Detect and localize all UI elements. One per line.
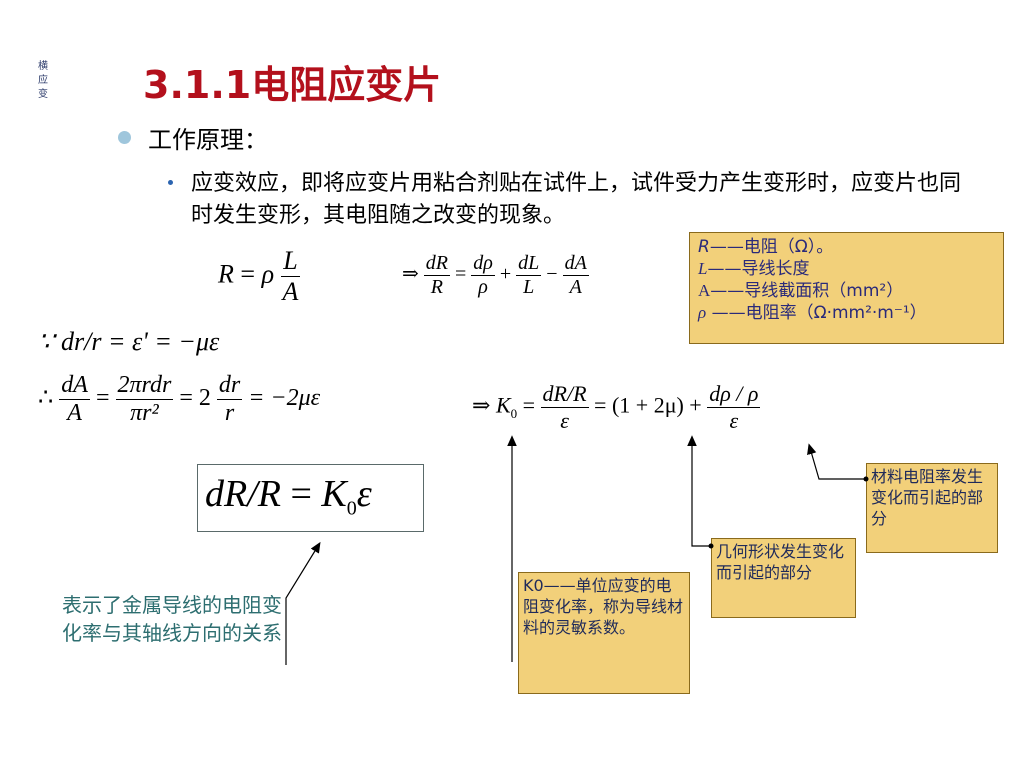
material-note: 材料电阻率发生变化而引起的部分 [866, 463, 998, 553]
eq1-numerator: L [280, 246, 301, 277]
eq4-t2-num: 2πrdr [115, 372, 174, 400]
boxed-k: K [321, 473, 347, 515]
eq2-t1-den: R [430, 276, 443, 298]
equation-poisson: ∵ dr/r = ε' = −με [38, 327, 220, 356]
symbol-a-desc: ——导线截面积（mm²） [710, 281, 904, 301]
eq2-equals: = [454, 263, 467, 286]
eq2-plus: + [499, 263, 512, 286]
bullet-text: 应变效应，即将应变片用粘合剂贴在试件上，试件受力产生变形时，应变片也同时发生变形… [191, 171, 962, 228]
symbol-row-a: A——导线截面积（mm²） [698, 280, 995, 302]
bullet-heading: 工作原理： [148, 126, 268, 154]
symbol-r-desc: ——电阻（Ω）。 [709, 237, 834, 257]
eq4-t1-num: dA [59, 372, 90, 400]
boxed-equation-frame [197, 464, 424, 532]
equation-resistance: R = ρ L A [218, 246, 301, 307]
symbol-rho: ρ [698, 303, 707, 322]
k0-note: K0——单位应变的电阻变化率，称为导线材料的灵敏系数。 [518, 572, 690, 694]
eq1-equals: = [240, 259, 256, 289]
eq2-t4-den: A [569, 276, 582, 298]
eq4-t3-den: r [224, 400, 235, 426]
symbol-a: A [698, 281, 711, 300]
eq2-t3-den: L [523, 276, 535, 298]
bullet-dot-icon [118, 131, 131, 144]
eq5-k: K [495, 392, 511, 418]
boxed-lhs: dR/R [205, 473, 281, 515]
boxed-equals: = [290, 473, 312, 515]
eq1-denominator: A [282, 277, 299, 306]
eq4-tail: = −2με [248, 385, 321, 412]
eq2-t2-den: ρ [478, 276, 488, 298]
eq4-therefore: ∴ [38, 385, 54, 412]
geometry-arrow-dot [708, 543, 714, 549]
symbol-l: L [698, 259, 708, 278]
eq4-t3-num: dr [216, 372, 243, 400]
slide-title: 3.1.1电阻应变片 [143, 63, 442, 107]
symbol-l-desc: ——导线长度 [707, 259, 810, 279]
symbol-r: R [698, 237, 710, 257]
eq5-k-sub: 0 [510, 405, 518, 421]
eq5-t1-num: dR/R [540, 381, 589, 408]
geometry-arrow [687, 435, 711, 547]
eq5-equals: = [522, 392, 536, 418]
symbol-rho-desc: ——电阻率（Ω·mm²·m⁻¹） [706, 303, 927, 323]
eq5-t2-num: dρ / ρ [707, 381, 761, 408]
eq2-t4-num: dA [562, 252, 589, 276]
eq1-fraction: L A [280, 246, 301, 307]
symbol-row-rho: ρ ——电阻率（Ω·mm²·m⁻¹） [698, 302, 995, 324]
eq5-t2-den: ε [729, 408, 739, 433]
material-arrow-dot [863, 476, 869, 482]
eq4-t2-den: πr² [130, 400, 159, 426]
eq4-equals1: = [95, 385, 110, 412]
geometry-note: 几何形状发生变化而引起的部分 [711, 538, 856, 618]
side-tag: 横应变 [38, 61, 48, 100]
eq2-t3-num: dL [516, 252, 542, 276]
sub-bullet-dot-icon [168, 180, 173, 185]
eq1-rho: ρ [261, 259, 275, 289]
symbol-row-r: R——电阻（Ω）。 [698, 236, 995, 258]
material-arrow [807, 443, 866, 480]
eq1-lhs: R [218, 259, 234, 289]
symbol-definitions-note: R——电阻（Ω）。 L——导线长度 A——导线截面积（mm²） ρ ——电阻率（… [689, 232, 1004, 344]
eq5-t1-den: ε [560, 408, 569, 433]
boxed-k-sub: 0 [346, 497, 357, 520]
eq4-equals2: = 2 [179, 385, 211, 412]
caption-arrow [285, 541, 321, 665]
eq2-t2-num: dρ [471, 252, 495, 276]
relation-caption: 表示了金属导线的电阻变化率与其轴线方向的关系 [62, 593, 282, 645]
eq2-minus: − [546, 263, 558, 286]
eq2-t1-num: dR [423, 252, 450, 276]
boxed-equation: dR/R = K0ε [205, 472, 372, 521]
eq5-implies: ⇒ [472, 392, 491, 418]
eq2-implies: ⇒ [402, 263, 419, 286]
eq5-mid: = (1 + 2μ) + [594, 392, 702, 418]
eq4-t1-den: A [67, 400, 82, 426]
symbol-row-l: L——导线长度 [698, 258, 995, 280]
boxed-eps: ε [356, 473, 372, 515]
